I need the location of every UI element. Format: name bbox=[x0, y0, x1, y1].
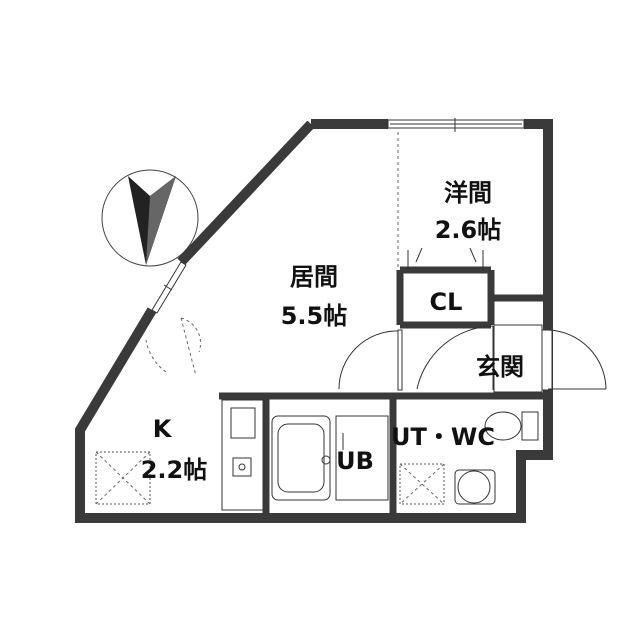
living-room-name: 居間 bbox=[290, 263, 338, 291]
diagonal-door bbox=[145, 261, 202, 377]
north-arrow-icon bbox=[101, 169, 199, 267]
bathtub bbox=[271, 415, 389, 501]
bath-label: UB bbox=[336, 447, 374, 475]
kitchen-counter bbox=[221, 399, 265, 511]
living-room-size: 5.5帖 bbox=[281, 302, 348, 330]
outer-walls bbox=[75, 119, 553, 523]
toilet-label: UT・WC bbox=[391, 423, 495, 451]
entrance-label: 玄関 bbox=[476, 353, 524, 381]
interior-walls bbox=[219, 266, 545, 515]
kitchen-size: 2.2帖 bbox=[141, 456, 208, 484]
closet-door bbox=[407, 247, 484, 270]
western-room-name: 洋間 bbox=[444, 179, 492, 207]
front-door bbox=[541, 329, 607, 391]
kitchen-name: K bbox=[153, 415, 173, 443]
entrance-inner-door bbox=[416, 325, 494, 390]
kitchen-storage bbox=[95, 451, 151, 505]
top-window bbox=[387, 118, 525, 132]
western-room-size: 2.6帖 bbox=[435, 216, 502, 244]
entrance-step bbox=[493, 324, 543, 393]
living-door bbox=[338, 329, 403, 391]
toilet-fixtures bbox=[399, 411, 539, 505]
closet-label: CL bbox=[430, 288, 463, 316]
